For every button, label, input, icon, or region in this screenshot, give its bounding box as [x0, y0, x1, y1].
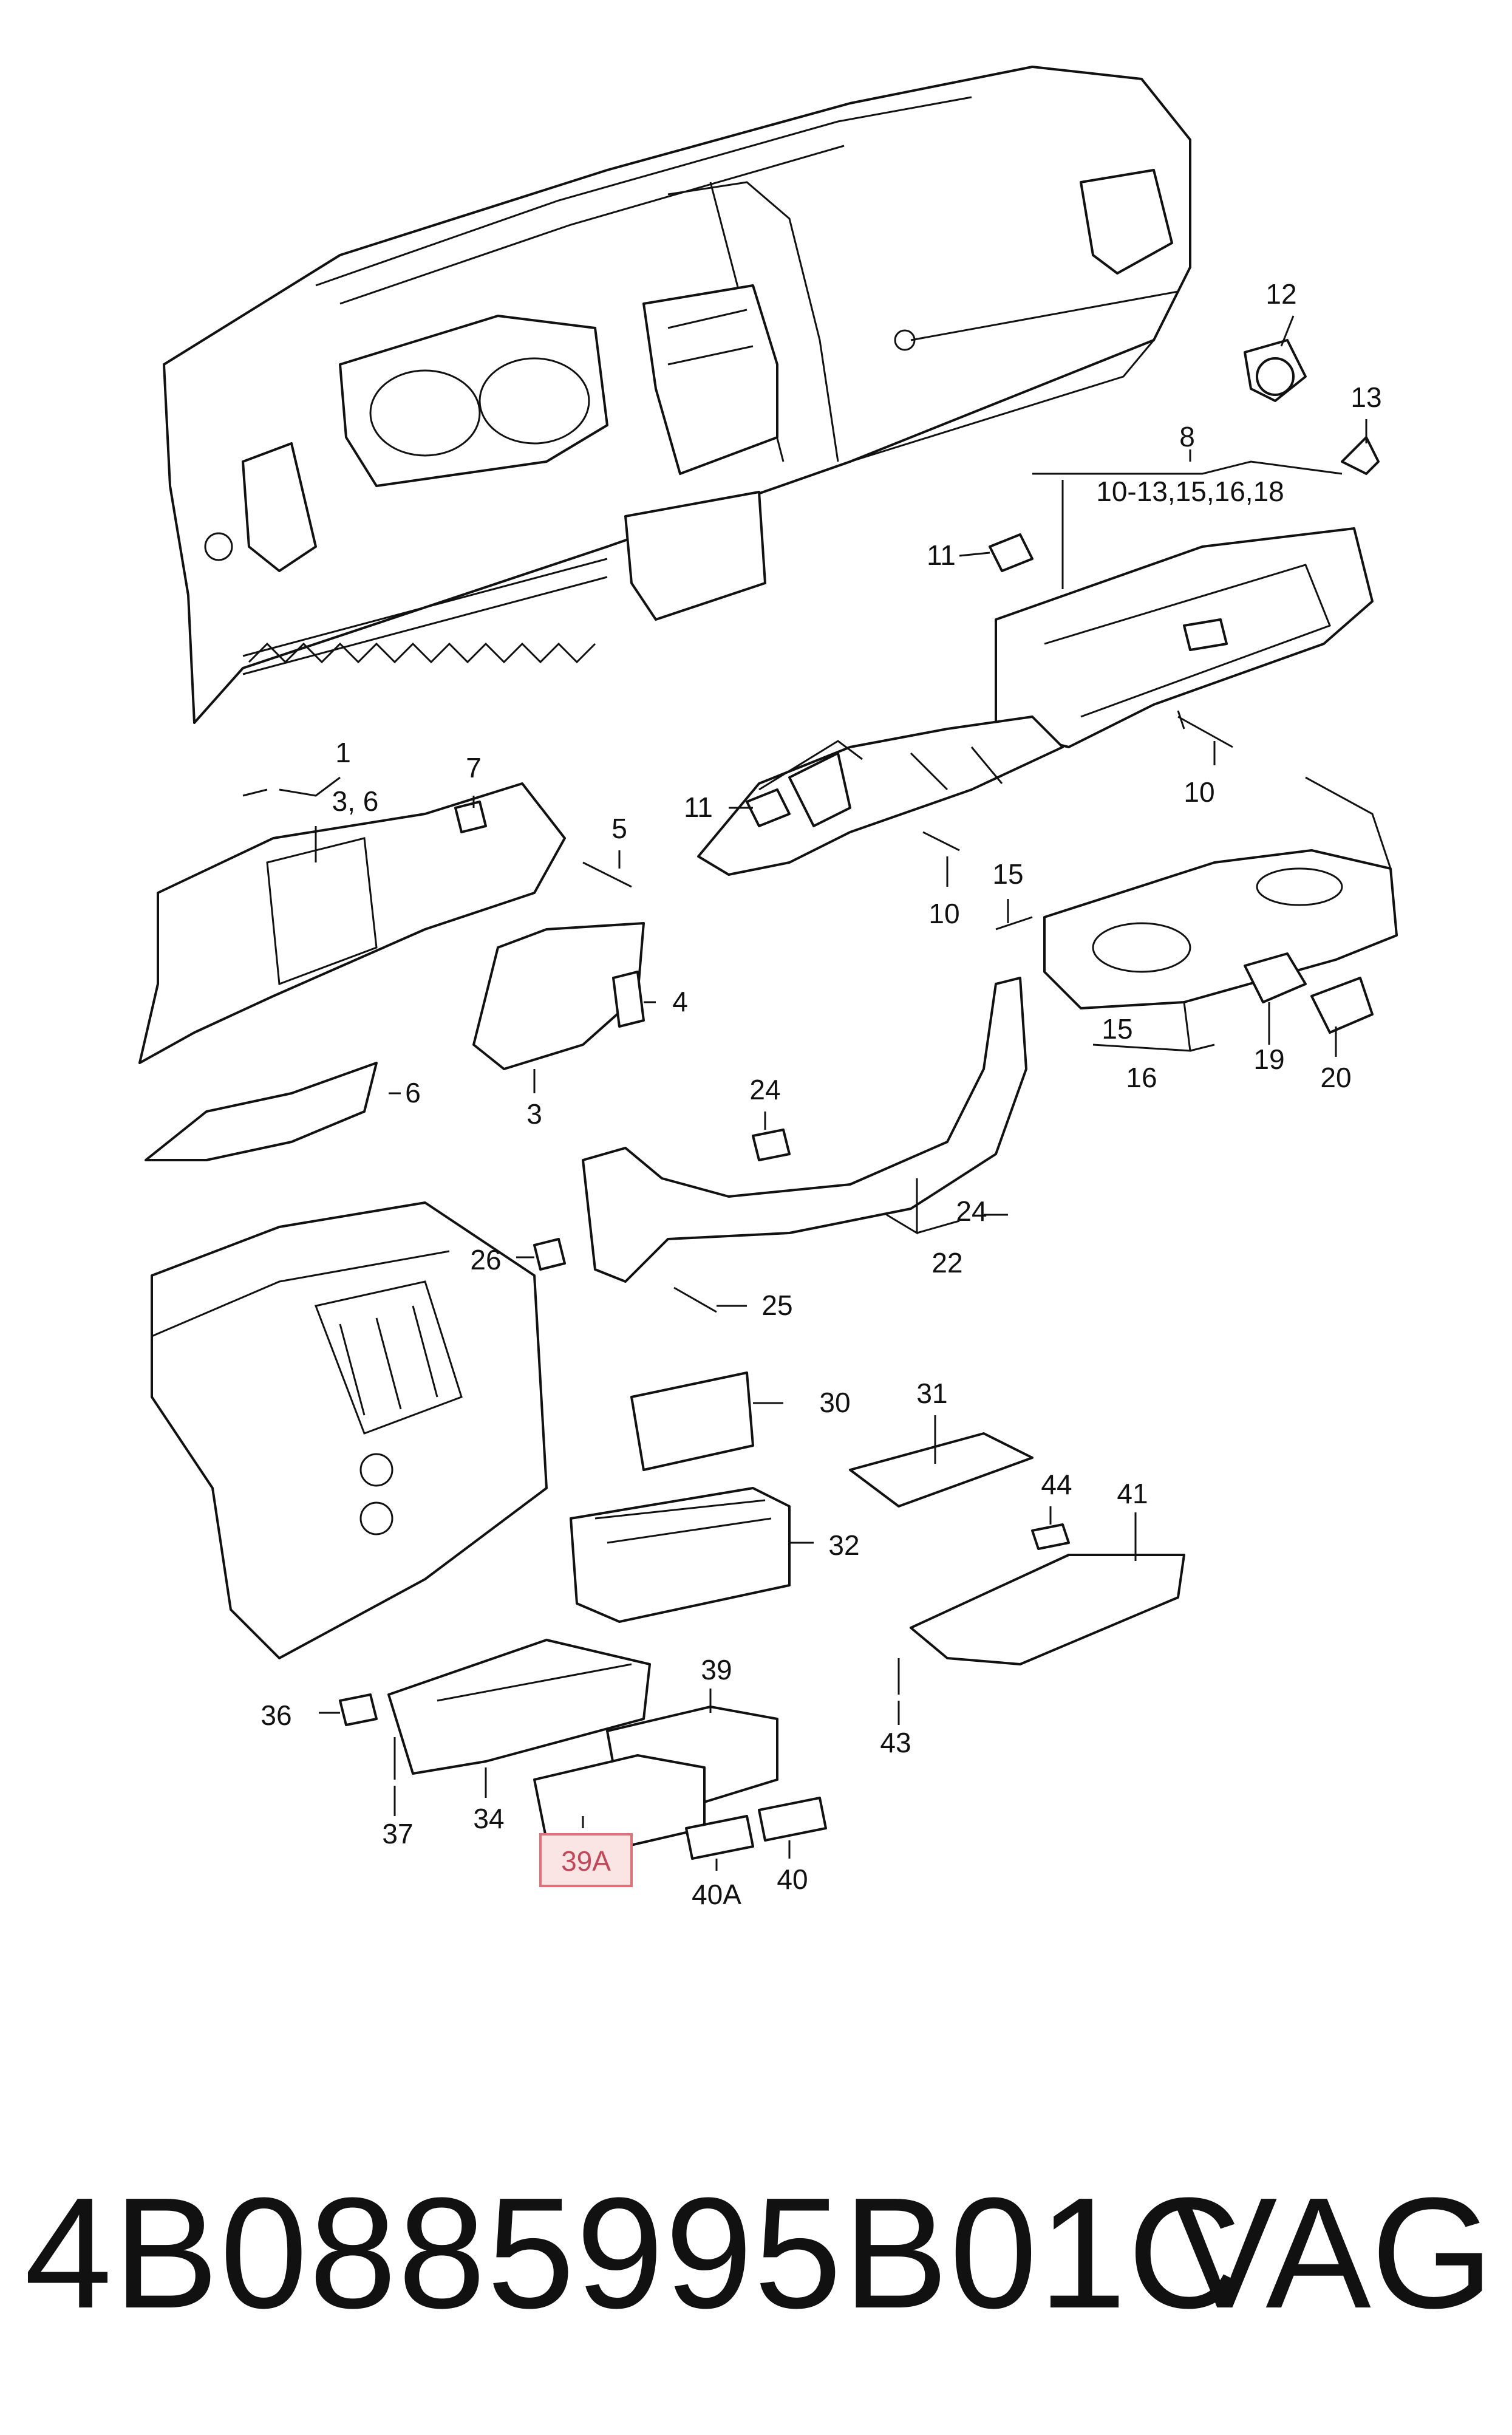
label-34: 34 [473, 1803, 504, 1834]
label-10-b: 10 [928, 898, 959, 929]
part-25-screw [673, 1286, 717, 1313]
part-4-clip [612, 971, 645, 1028]
part-11-clip-a [989, 533, 1034, 572]
label-4: 4 [672, 986, 688, 1017]
part-30-cover [630, 1371, 754, 1471]
label-41: 41 [1117, 1478, 1148, 1509]
label-8-sub: 10-13,15,16,18 [1096, 476, 1284, 507]
label-16: 16 [1126, 1062, 1157, 1093]
part-6-trim [145, 1062, 378, 1161]
label-8: 8 [1179, 421, 1195, 453]
part-number: 4B0885995B01C [24, 2165, 1243, 2341]
part-13-cap [1341, 436, 1380, 475]
part-16-cupholder [1043, 776, 1398, 1009]
part-22-trim [582, 977, 1027, 1283]
part-7-clip [454, 801, 487, 833]
part-41-tray [910, 1554, 1185, 1665]
label-24-b: 24 [956, 1195, 987, 1227]
label-36: 36 [261, 1699, 291, 1731]
part-11-clip-b [746, 788, 791, 827]
label-24-a: 24 [749, 1074, 780, 1105]
part-36-clip [339, 1693, 378, 1726]
label-20: 20 [1320, 1062, 1351, 1093]
part-32-bracket [570, 1487, 791, 1623]
part-3-panel [472, 922, 645, 1070]
center-console [151, 1201, 548, 1659]
label-39: 39 [701, 1654, 732, 1685]
label-31: 31 [916, 1378, 947, 1409]
part-31-plate [849, 1432, 1034, 1508]
part-20-knob [1310, 977, 1374, 1034]
part-24-clip [752, 1129, 791, 1161]
label-30: 30 [819, 1387, 850, 1418]
label-25: 25 [761, 1289, 792, 1321]
label-15-b: 15 [1102, 1013, 1132, 1045]
leader-lines [242, 315, 1367, 1871]
label-39A: 39A [561, 1845, 611, 1877]
label-12: 12 [1265, 278, 1296, 310]
part-10-screw-b [922, 831, 960, 852]
part-1-cover [138, 782, 566, 1064]
label-10-a: 10 [1183, 776, 1214, 808]
label-6: 6 [405, 1077, 421, 1108]
label-5: 5 [611, 813, 627, 844]
label-40A: 40A [692, 1879, 741, 1910]
label-11-a: 11 [927, 539, 956, 571]
label-11-b: 11 [684, 791, 713, 823]
label-19: 19 [1253, 1043, 1284, 1075]
part-44-clip [1031, 1523, 1070, 1550]
part-15-pin [995, 916, 1033, 931]
part-labels: 12 13 8 10-13,15,16,18 11 11 10 10 1 3, … [261, 278, 1381, 1910]
label-44: 44 [1041, 1469, 1072, 1500]
part-40A-panel [685, 1815, 754, 1860]
label-7: 7 [466, 752, 482, 784]
brand-name: VAG [1172, 2165, 1494, 2341]
label-32: 32 [828, 1529, 859, 1561]
label-1: 1 [335, 737, 351, 768]
part-19-bracket [1244, 952, 1307, 1003]
label-43: 43 [880, 1727, 911, 1758]
label-3: 3 [526, 1098, 542, 1130]
highlight-box-39A [539, 1833, 633, 1887]
label-26: 26 [470, 1244, 501, 1276]
label-15-a: 15 [992, 858, 1023, 890]
part-39A-unit [533, 1754, 706, 1848]
part-26-clip [533, 1238, 566, 1271]
label-13: 13 [1350, 381, 1381, 413]
part-12-switch [1244, 339, 1307, 402]
label-1-sub: 3, 6 [332, 785, 379, 817]
part-10-screw-a [1177, 710, 1233, 748]
parts-diagram: 12 13 8 10-13,15,16,18 11 11 10 10 1 3, … [138, 66, 1398, 1910]
part-40-panel [758, 1797, 827, 1842]
label-22: 22 [931, 1247, 962, 1279]
dashboard-top [163, 66, 1191, 724]
label-40: 40 [777, 1863, 808, 1895]
footer: 4B0885995B01C VAG [0, 2162, 1512, 2344]
part-34-frame [387, 1639, 651, 1775]
dashboard-mesh [248, 642, 596, 664]
part-5-screw [582, 861, 632, 888]
glovebox-assembly [697, 527, 1374, 876]
label-37: 37 [382, 1818, 413, 1849]
